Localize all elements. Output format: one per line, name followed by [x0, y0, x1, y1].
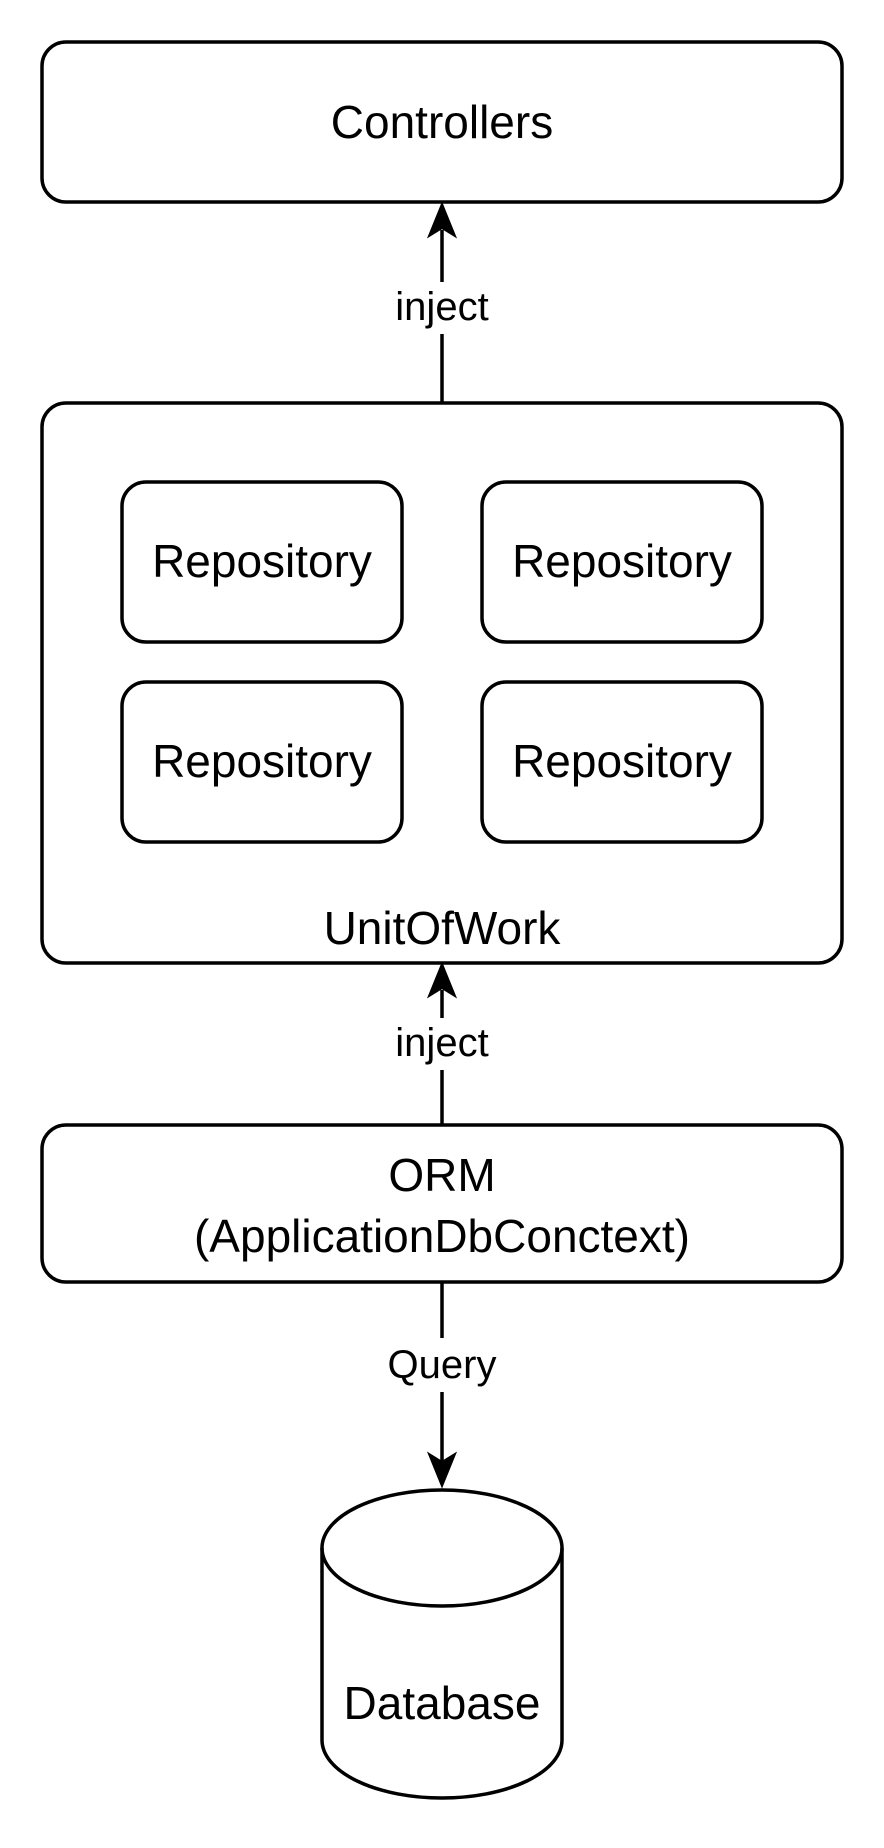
database-label: Database [344, 1677, 541, 1729]
arrow-up-icon [426, 961, 458, 999]
repository-box [120, 480, 404, 644]
edge-orm-to-database: Query [378, 1283, 506, 1489]
repository-node-bottom-left: Repository [120, 680, 404, 844]
controllers-node: Controllers [40, 40, 844, 204]
database-cylinder-body [320, 1488, 564, 1800]
edge-label-query: Query [388, 1343, 497, 1387]
orm-box [40, 1123, 844, 1284]
arrow-up-icon [426, 201, 458, 239]
arrow-down-icon [426, 1451, 458, 1489]
repository-node-top-left: Repository [120, 480, 404, 644]
unit-of-work-node: UnitOfWork Repository Repository Reposit… [40, 401, 844, 965]
database-cylinder-rim [320, 1547, 564, 1608]
edge-label-inject-bottom: inject [395, 1021, 488, 1065]
edge-label-background [378, 1338, 506, 1392]
repository-box [480, 680, 764, 844]
controllers-label: Controllers [331, 96, 553, 148]
repository-label: Repository [512, 735, 732, 787]
repository-node-bottom-right: Repository [480, 680, 764, 844]
orm-context-label: (ApplicationDbConctext) [194, 1210, 690, 1262]
edge-label-background [385, 1018, 499, 1070]
repository-label: Repository [512, 535, 732, 587]
edge-label-background [385, 282, 499, 334]
repository-label: Repository [152, 535, 372, 587]
edge-uow-to-controllers: inject [385, 201, 499, 402]
orm-label: ORM [388, 1149, 495, 1201]
orm-node: ORM (ApplicationDbConctext) [40, 1123, 844, 1284]
unit-of-work-label: UnitOfWork [324, 902, 562, 954]
edge-orm-to-uow: inject [385, 961, 499, 1125]
database-node: Database [320, 1488, 564, 1800]
repository-box [480, 480, 764, 644]
repository-box [120, 680, 404, 844]
repository-label: Repository [152, 735, 372, 787]
edge-label-inject-top: inject [395, 285, 488, 329]
repository-node-top-right: Repository [480, 480, 764, 644]
